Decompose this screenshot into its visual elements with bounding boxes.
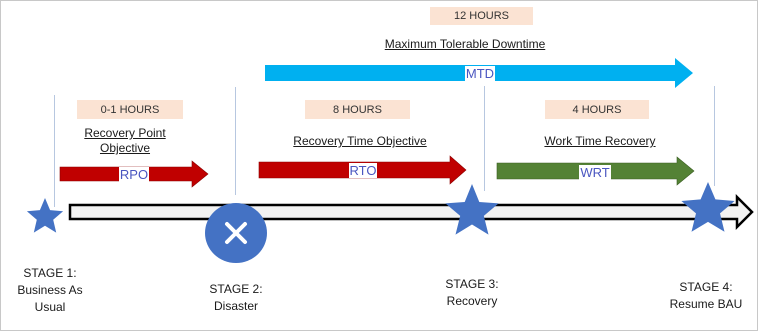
mtd-abbr: MTD — [464, 66, 496, 81]
stage-4-guide-line — [714, 86, 715, 186]
rto-title: Recovery Time Objective — [293, 134, 427, 148]
rpo-title: Recovery Point Objective — [60, 126, 190, 156]
mtd-hours-label: 12 HOURS — [453, 10, 510, 22]
timeline-arrow — [68, 193, 754, 231]
wrt-abbr: WRT — [579, 165, 611, 180]
rto-abbr-wrap: RTO — [343, 162, 383, 180]
stage-4-star-icon — [681, 182, 735, 232]
rpo-title-line-2: Objective — [99, 141, 151, 155]
stage-2-guide-line — [235, 87, 236, 195]
mtd-abbr-wrap: MTD — [460, 65, 500, 83]
rto-hours-label: 8 HOURS — [333, 103, 382, 116]
stage-3-label: STAGE 3: Recovery — [445, 277, 499, 308]
stage-2-x-circle-icon — [205, 203, 267, 263]
stage-3-star-icon — [445, 184, 499, 235]
rpo-abbr-wrap: RPO — [114, 166, 154, 184]
wrt-hours-label: 4 HOURS — [572, 103, 622, 116]
mtd-hours-box: 12 HOURS — [430, 7, 533, 25]
stage-2-label: STAGE 2: Disaster — [209, 282, 263, 313]
stage-1-label: STAGE 1: Business As Usual — [17, 266, 83, 314]
stage-3-guide-line — [484, 86, 485, 191]
stage-4-label: STAGE 4: Resume BAU — [669, 280, 743, 311]
rpo-title-line-1: Recovery Point — [84, 126, 166, 140]
wrt-title: Work Time Recovery — [544, 134, 656, 148]
rpo-hours-label: 0-1 HOURS — [100, 103, 160, 116]
stage-1-star-icon — [26, 198, 64, 233]
mtd-title: Maximum Tolerable Downtime — [384, 37, 546, 51]
wrt-abbr-wrap: WRT — [575, 164, 615, 182]
rpo-abbr: RPO — [118, 167, 150, 182]
stage-1-guide-line — [54, 95, 55, 207]
wrt-hours-box: 4 HOURS — [545, 100, 649, 119]
rto-abbr: RTO — [348, 163, 378, 178]
rto-hours-box: 8 HOURS — [305, 100, 410, 119]
rpo-hours-box: 0-1 HOURS — [77, 100, 183, 119]
